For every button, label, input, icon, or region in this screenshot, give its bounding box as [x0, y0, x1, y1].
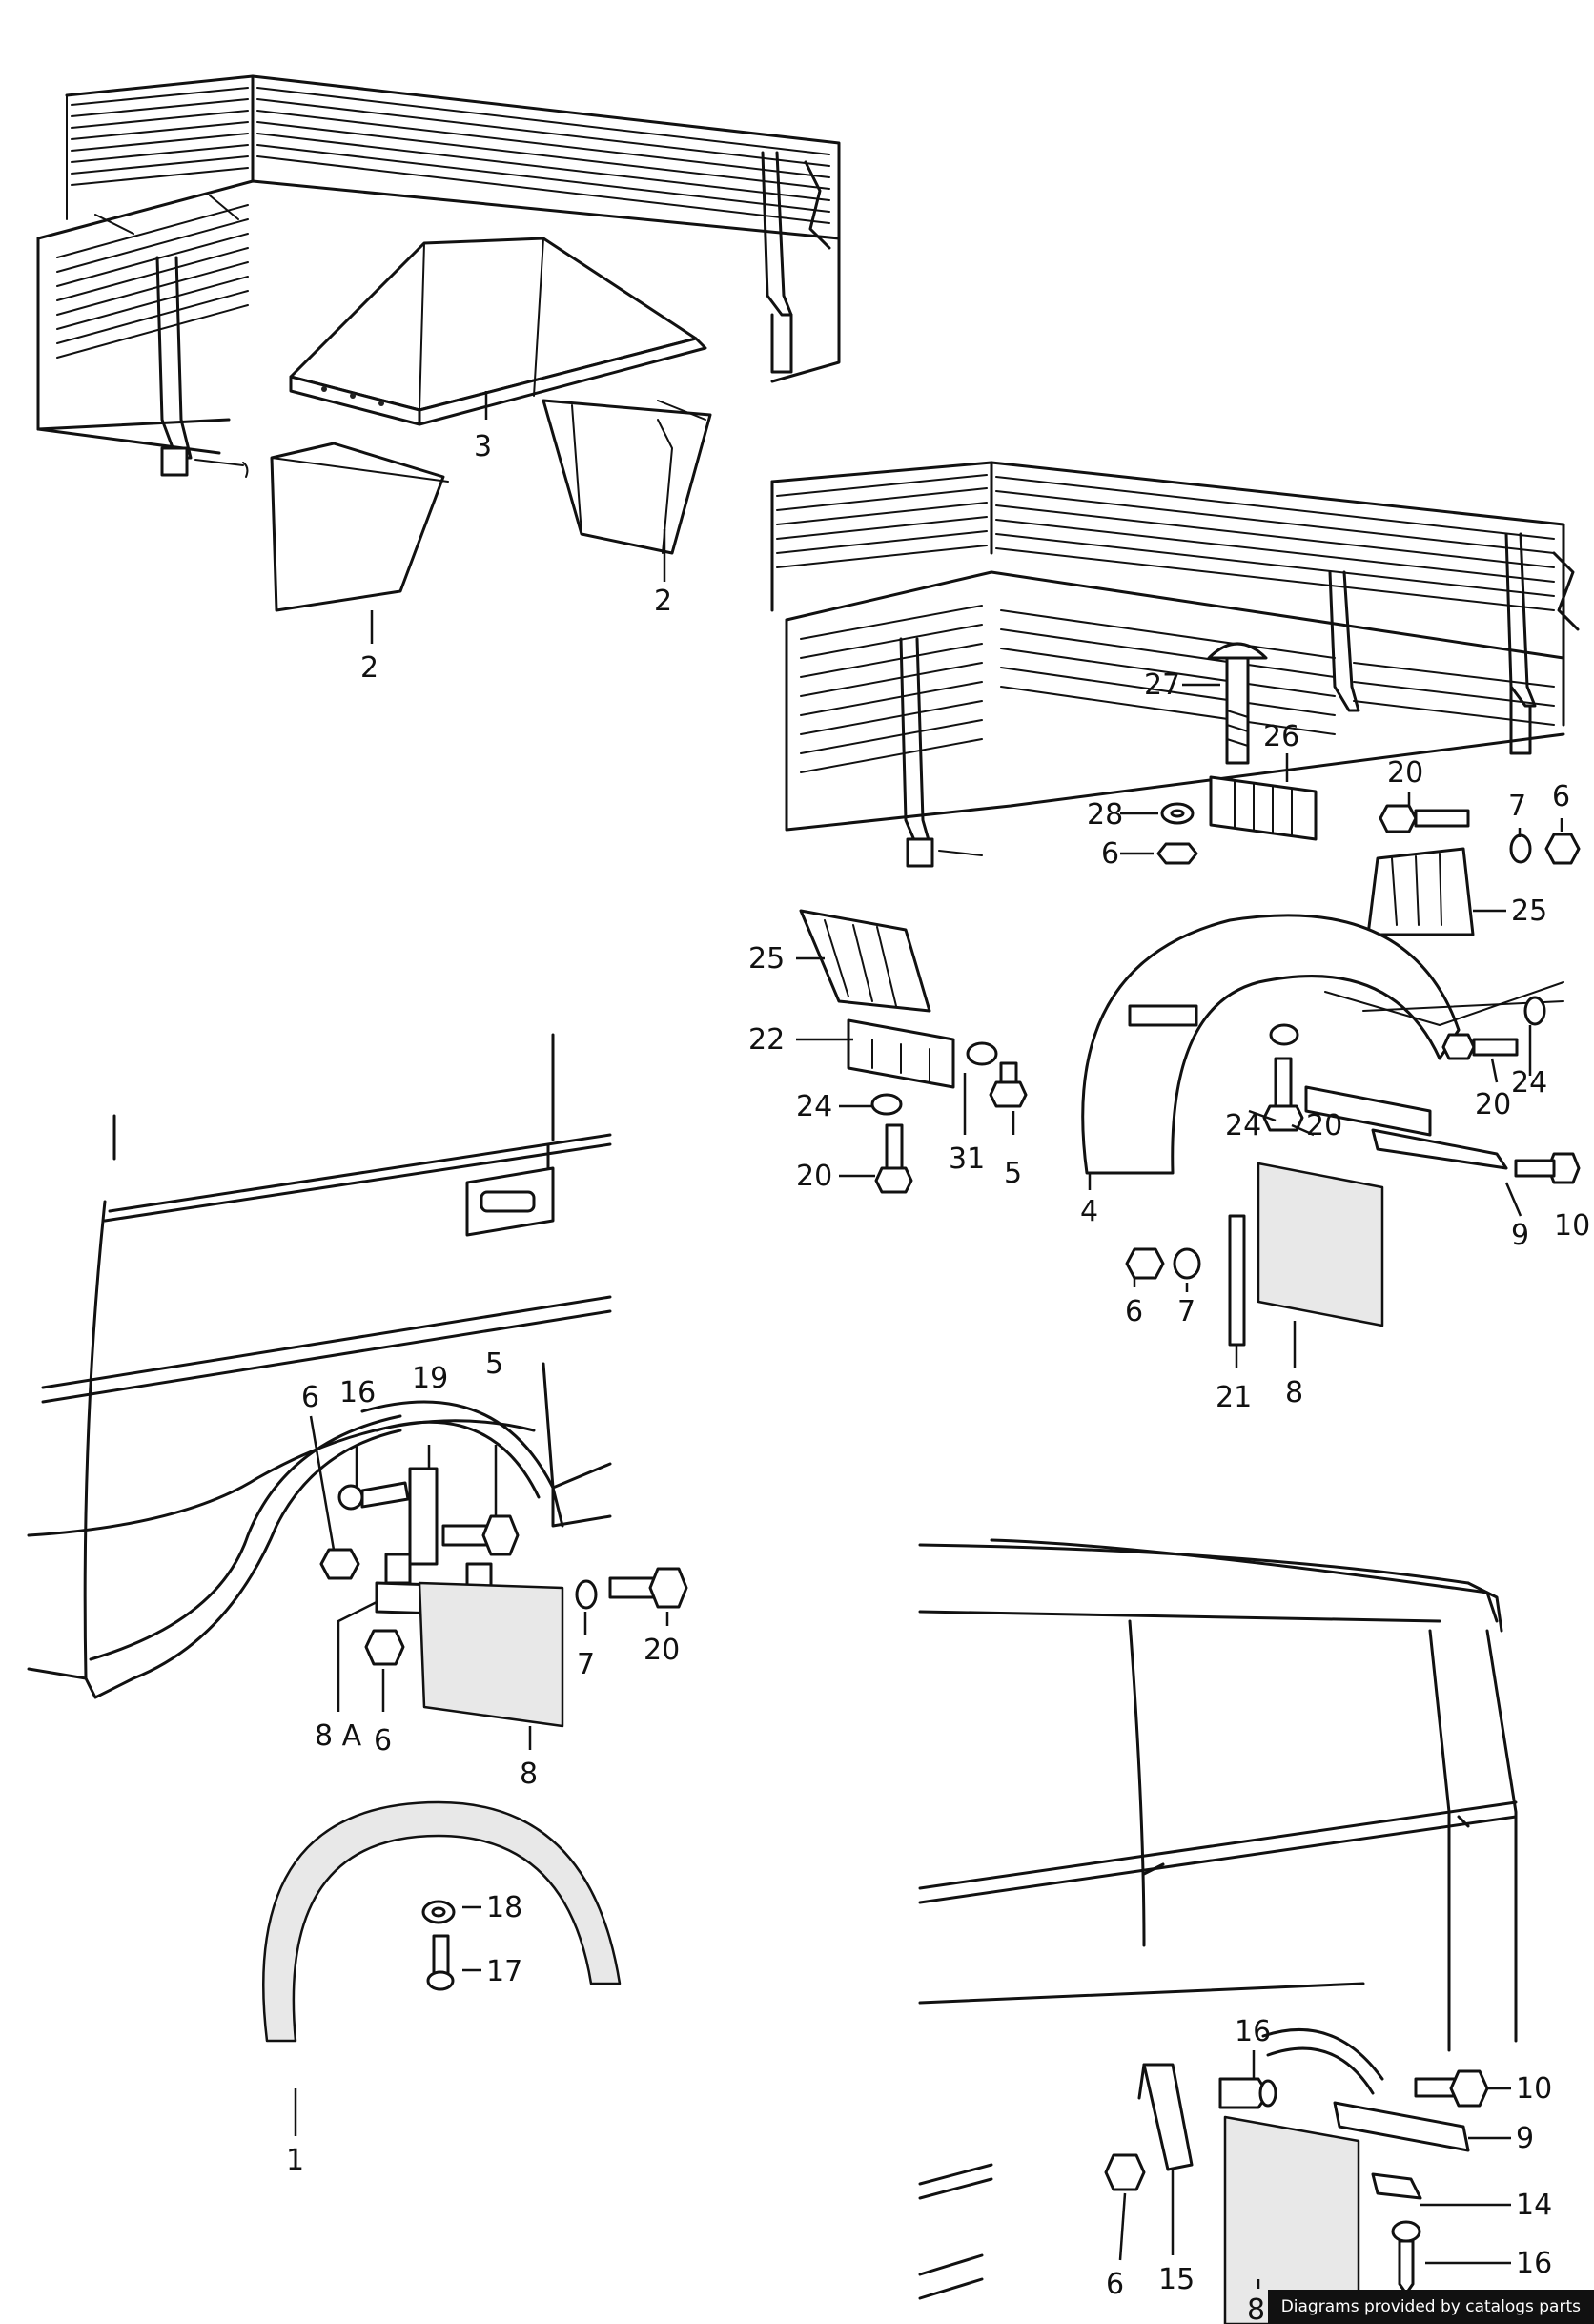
callout-22: 22: [748, 1023, 785, 1057]
callout-5: 5: [485, 1347, 503, 1381]
credit-banner: Diagrams provided by catalogs parts: [1267, 2290, 1594, 2324]
callout-20: 20: [644, 1634, 680, 1667]
callout-25: 25: [1511, 895, 1547, 928]
callout-7: 7: [1508, 790, 1526, 823]
callout-6: 6: [1552, 780, 1570, 813]
callout-7: 7: [1177, 1295, 1196, 1328]
callout-10: 10: [1516, 2072, 1552, 2106]
callout-17: 17: [486, 1955, 522, 1988]
callout-20: 20: [1306, 1109, 1342, 1142]
top-left-bed-assembly: [36, 74, 841, 612]
callout-6: 6: [1125, 1295, 1143, 1328]
callout-26: 26: [1263, 720, 1299, 753]
top-right-fender-assembly: [770, 461, 1581, 1347]
callout-6: 6: [374, 1724, 392, 1758]
callout-16: 16: [1235, 2015, 1271, 2048]
bottom-right-van-assembly: [918, 1538, 1518, 2324]
callout-24: 24: [1225, 1109, 1261, 1142]
callout-14: 14: [1516, 2189, 1552, 2222]
callout-8a: 8 A: [315, 1719, 362, 1753]
callout-24: 24: [1511, 1066, 1547, 1100]
callout-labels: 3 2 2 27 26 28 6 20 7 6 25 25 22 24 20 3…: [286, 430, 1590, 2324]
leader-lines: [294, 391, 1563, 2289]
callout-9: 9: [1511, 1219, 1529, 1252]
callout-20: 20: [796, 1160, 832, 1193]
callout-2: 2: [360, 651, 378, 685]
callout-27: 27: [1144, 668, 1180, 702]
callout-2: 2: [654, 585, 672, 618]
callout-28: 28: [1087, 798, 1123, 832]
callout-25: 25: [748, 942, 785, 976]
callout-6: 6: [1106, 2268, 1124, 2301]
callout-10: 10: [1554, 1209, 1590, 1243]
callout-18: 18: [486, 1891, 522, 1924]
callout-7: 7: [577, 1648, 595, 1681]
callout-24: 24: [796, 1090, 832, 1123]
callout-8: 8: [1285, 1376, 1303, 1409]
callout-1: 1: [286, 2144, 304, 2177]
callout-8: 8: [1247, 2293, 1265, 2324]
callout-5: 5: [1004, 1157, 1022, 1190]
callout-15: 15: [1158, 2263, 1195, 2296]
callout-19: 19: [412, 1362, 448, 1395]
callout-31: 31: [949, 1142, 985, 1176]
callout-16: 16: [1516, 2247, 1552, 2280]
callout-20: 20: [1387, 756, 1423, 790]
callout-9: 9: [1516, 2122, 1534, 2155]
callout-20: 20: [1475, 1088, 1511, 1121]
middle-left-van-assembly: [27, 1033, 688, 2043]
callout-4: 4: [1080, 1195, 1098, 1228]
callout-6: 6: [301, 1381, 319, 1414]
callout-3: 3: [474, 430, 492, 463]
callout-16: 16: [339, 1376, 376, 1409]
callout-21: 21: [1216, 1381, 1252, 1414]
callout-8: 8: [520, 1758, 538, 1791]
callout-6: 6: [1101, 837, 1119, 871]
